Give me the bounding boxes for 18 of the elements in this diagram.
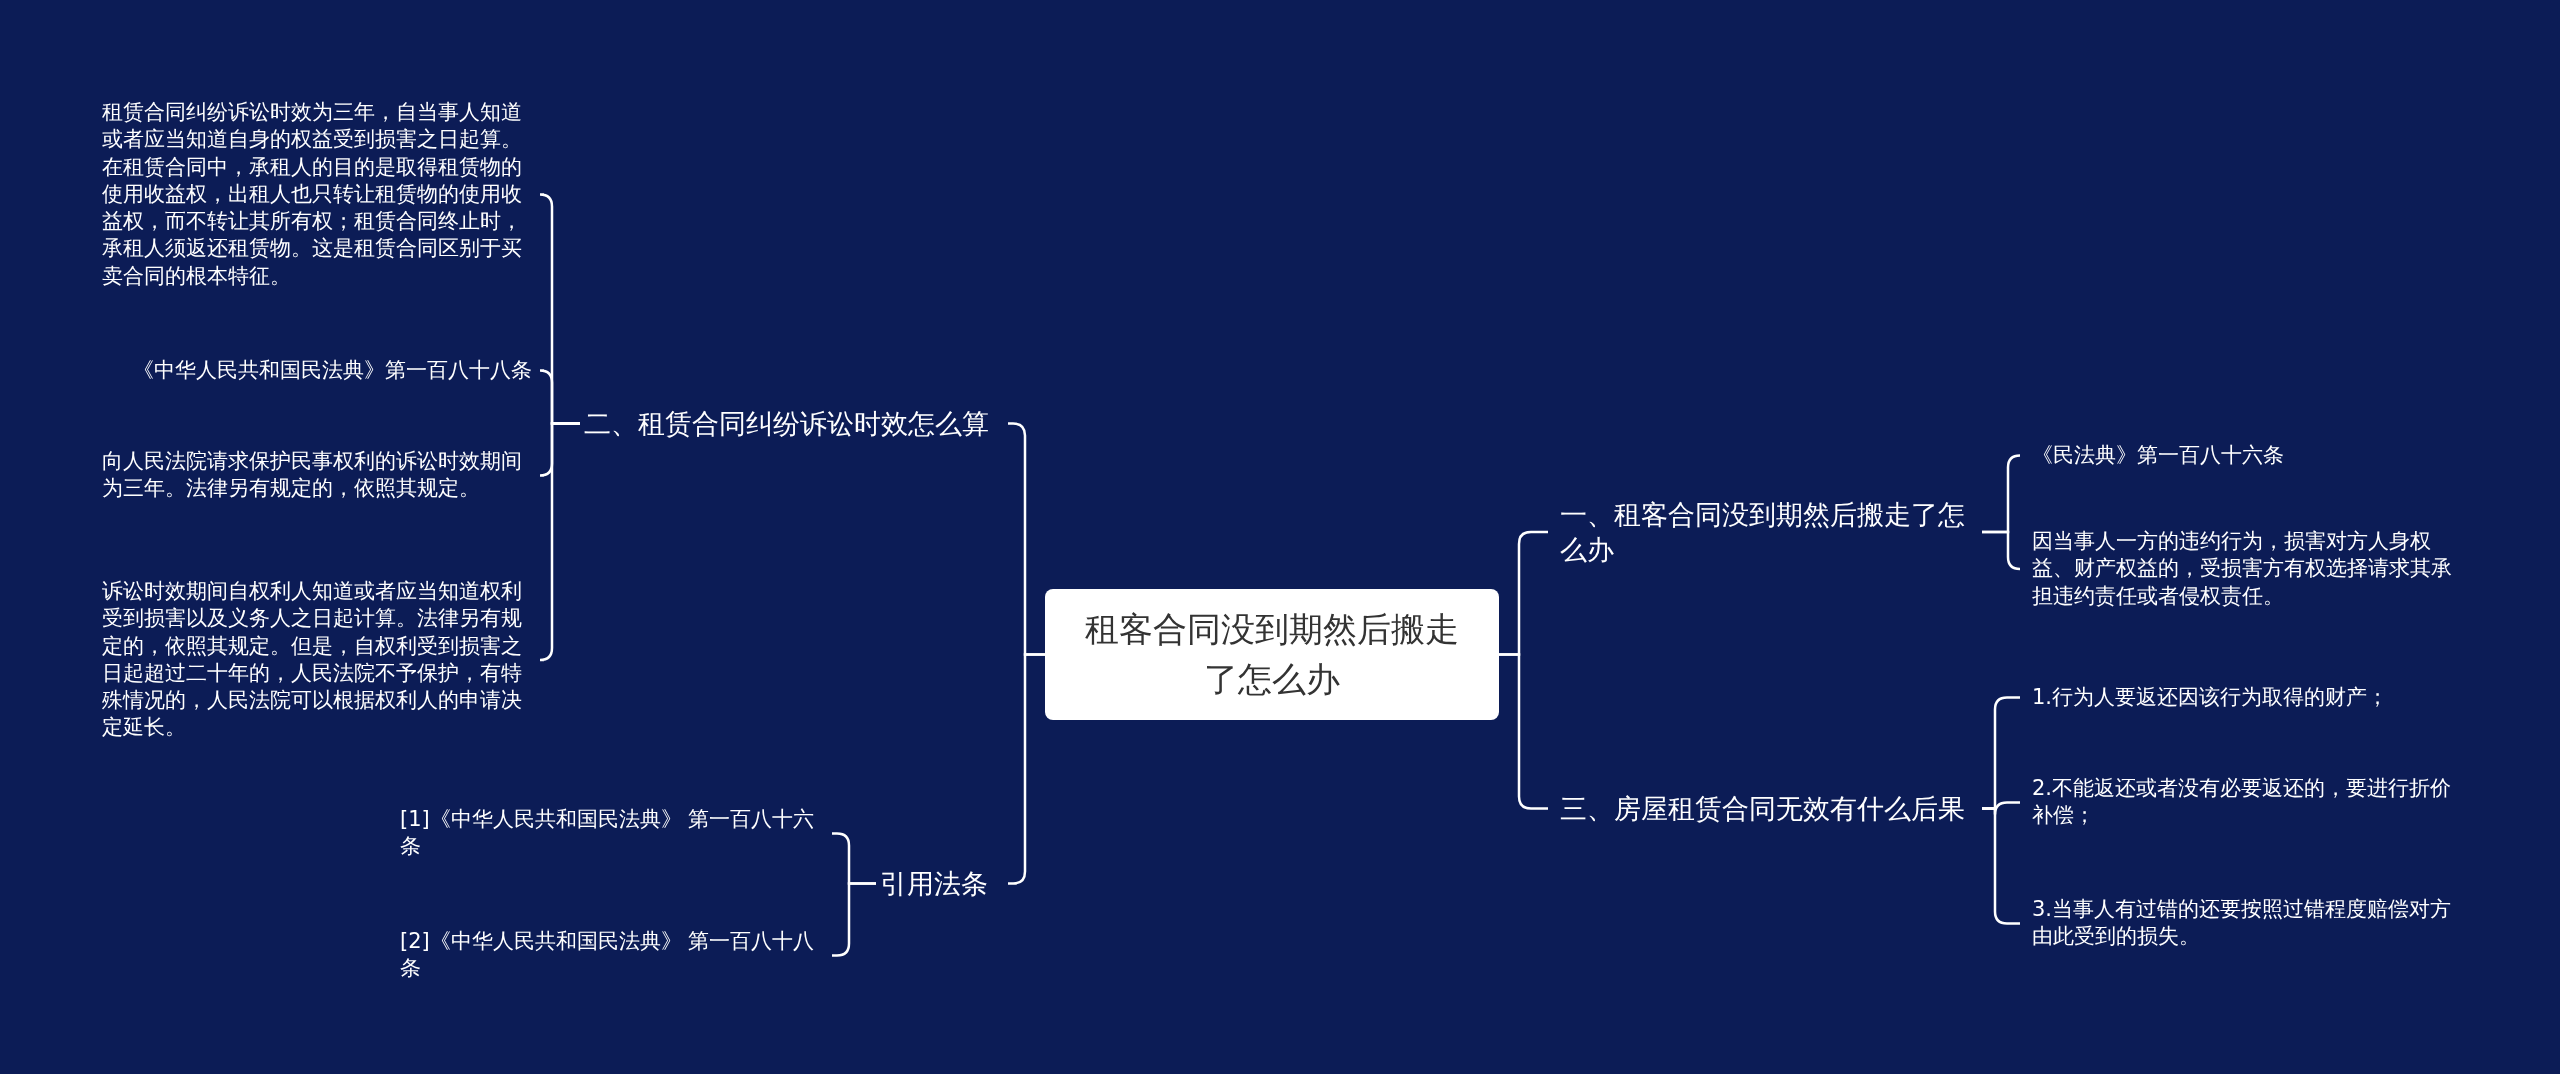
- note-text: 3.当事人有过错的还要按照过错程度赔偿对方由此受到的损失。: [2020, 896, 2476, 951]
- branch-topic: 引用法条: [876, 866, 1008, 902]
- note-text: [2]《中华人民共和国民法典》 第一百八十八条: [396, 928, 832, 983]
- branch-topic: 三、房屋租赁合同无效有什么后果: [1548, 791, 1982, 827]
- note-text: 诉讼时效期间自权利人知道或者应当知道权利受到损害以及义务人之日起计算。法律另有规定的，依照其规定。但是，自权利受到损害之日起超过二十年的，人民法院不予保护，有特殊情况的，人民法院可以根据权利人的申请决定延长。: [98, 578, 544, 742]
- connector-line: [1982, 530, 2022, 571]
- note-text: 《中华人民共和国民法典》第一百八十八条: [98, 357, 544, 385]
- note-text: 1.行为人要返还因该行为取得的财产；: [2020, 684, 2476, 712]
- note-text: 《民法典》第一百八十六条: [2020, 442, 2476, 470]
- note-text: 租赁合同纠纷诉讼时效为三年，自当事人知道或者应当知道自身的权益受到损害之日起算。在租赁合同中，承租人的目的是取得租赁物的使用收益权，出租人也只转让租赁物的使用收益权，而不转让其所有权；租赁合同终止时，承租人须返还租赁物。这是租赁合同区别于买卖合同的根本特征。: [98, 99, 544, 291]
- note-text: 向人民法院请求保护民事权利的诉讼时效期间为三年。法律另有规定的，依照其规定。: [98, 448, 544, 503]
- branch-topic: 二、租赁合同纠纷诉讼时效怎么算: [580, 406, 1008, 442]
- connector-line: [538, 422, 580, 662]
- note-text: 因当事人一方的违约行为，损害对方人身权益、财产权益的，受损害方有权选择请求其承担违约责任或者侵权责任。: [2020, 528, 2476, 610]
- root-topic-box: 租客合同没到期然后搬走了怎么办: [1045, 589, 1499, 720]
- note-text: 2.不能返还或者没有必要返还的，要进行折价补偿；: [2020, 775, 2476, 830]
- note-text: [1]《中华人民共和国民法典》 第一百八十六条: [396, 806, 832, 861]
- branch-topic: 一、租客合同没到期然后搬走了怎么办: [1548, 497, 1982, 568]
